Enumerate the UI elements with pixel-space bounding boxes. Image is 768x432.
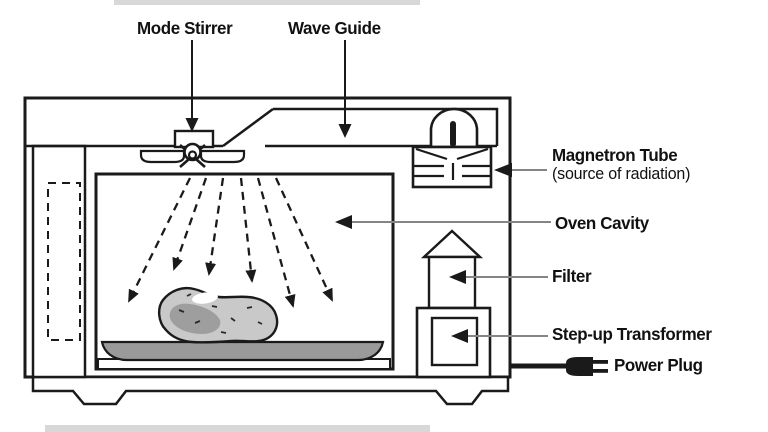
base-and-feet (31, 375, 510, 406)
turntable-plate (100, 340, 385, 362)
label-oven-cavity: Oven Cavity (555, 213, 649, 233)
label-magnetron-tube: Magnetron Tube (552, 145, 678, 165)
leader-filter (449, 270, 548, 284)
label-filter: Filter (552, 266, 592, 286)
power-cord (510, 357, 608, 376)
callout-arrows (185, 40, 352, 138)
leader-lines (335, 163, 551, 343)
leader-magnetron (494, 163, 547, 177)
label-power-plug: Power Plug (614, 355, 703, 375)
magnetron-tube-drawing (411, 107, 493, 189)
step-up-transformer-box (415, 306, 492, 379)
arrow-down-icon (338, 124, 352, 138)
food-item (158, 286, 279, 344)
arrow-left-icon (335, 215, 352, 229)
power-plug-icon (566, 357, 593, 376)
arrow-down-icon (185, 118, 199, 132)
arrow-mode-stirrer (185, 40, 199, 132)
arrow-wave-guide (338, 40, 352, 138)
leader-transformer (451, 329, 548, 343)
food-speckles (178, 293, 263, 334)
label-magnetron-tube-sub: (source of radiation) (552, 165, 691, 183)
magnetron-vents (414, 147, 490, 180)
leader-oven-cavity (335, 215, 551, 229)
arrow-left-icon (494, 163, 512, 177)
magnetron-antenna (450, 121, 456, 147)
arrow-left-icon (451, 329, 468, 343)
label-wave-guide: Wave Guide (288, 18, 381, 38)
top-edge-strip (114, 0, 420, 5)
arrow-left-icon (449, 270, 466, 284)
label-mode-stirrer: Mode Stirrer (137, 18, 233, 38)
mode-stirrer-fan (139, 129, 246, 168)
door-panel (31, 144, 87, 379)
microwave-rays (127, 177, 334, 308)
label-step-up-transformer: Step-up Transformer (552, 324, 712, 344)
bottom-edge-strip (45, 425, 430, 432)
door-window-dashed (47, 182, 81, 341)
